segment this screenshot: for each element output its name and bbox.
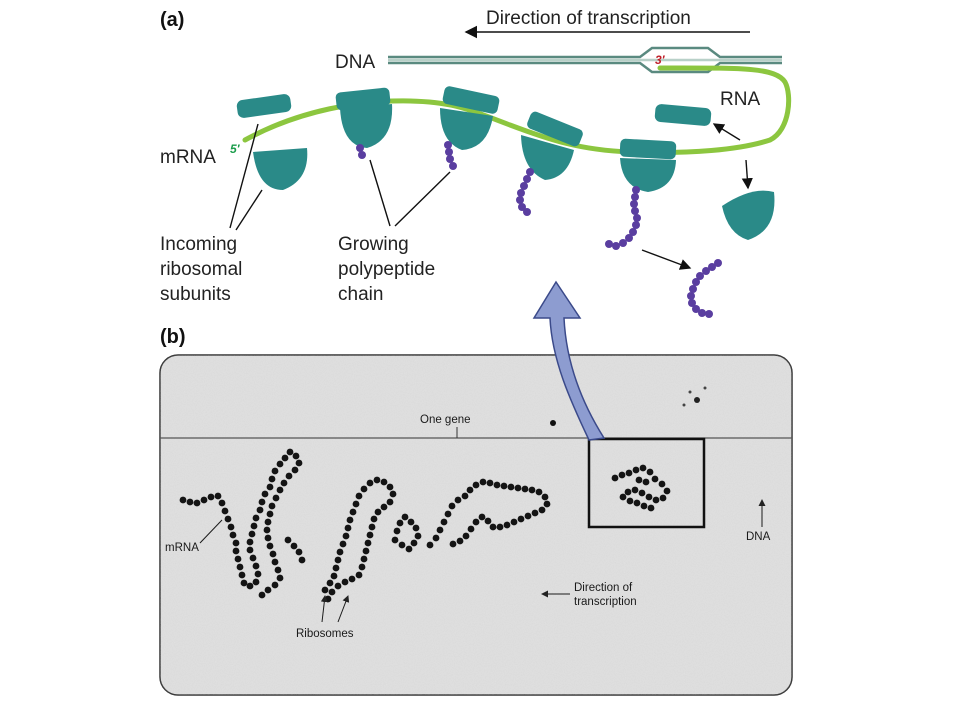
three-prime-label: 3′	[655, 53, 666, 67]
ribosome-small-subunit-incoming	[236, 94, 292, 118]
panel-b-label: (b)	[160, 326, 186, 348]
five-prime-label: 5′	[230, 142, 241, 156]
micrograph-dna-label: DNA	[746, 531, 771, 543]
ribosome-2	[440, 86, 500, 150]
polypeptide-chains	[356, 141, 722, 318]
ribosome-3	[521, 111, 583, 180]
zoom-arrow	[532, 280, 606, 441]
highlight-box	[587, 437, 706, 529]
growing-polypeptide-label: Growing polypeptide chain	[338, 234, 440, 305]
panel-a-label: (a)	[160, 9, 184, 31]
ribosomes-label: Ribosomes	[296, 628, 354, 640]
released-large-subunit	[722, 190, 775, 240]
release-arrow-large	[741, 159, 753, 190]
direction-label: Direction of transcription	[486, 8, 691, 29]
growing-leaders	[369, 159, 451, 227]
incoming-subunits-label: Incoming ribosomal subunits	[160, 234, 248, 305]
ribosome-4	[619, 138, 677, 192]
micrograph-direction-label: Direction of transcription	[574, 582, 637, 608]
one-gene-label: One gene	[420, 414, 471, 426]
micrograph-pointers	[199, 499, 766, 623]
polysome-micrograph	[179, 448, 671, 603]
dna-label: DNA	[335, 52, 375, 73]
incoming-leaders	[229, 123, 263, 231]
micrograph-mrna-label: mRNA	[165, 542, 199, 554]
released-small-subunit	[654, 104, 712, 126]
mrna-strand	[242, 65, 792, 155]
mrna-label: mRNA	[160, 147, 216, 168]
rna-label: RNA	[720, 89, 760, 110]
ribosome-large-subunit-incoming	[253, 148, 308, 190]
dna-strand	[388, 46, 782, 74]
release-arrow-small	[712, 123, 741, 141]
release-arrow-chain	[641, 249, 692, 270]
ribosome-1	[335, 87, 393, 148]
